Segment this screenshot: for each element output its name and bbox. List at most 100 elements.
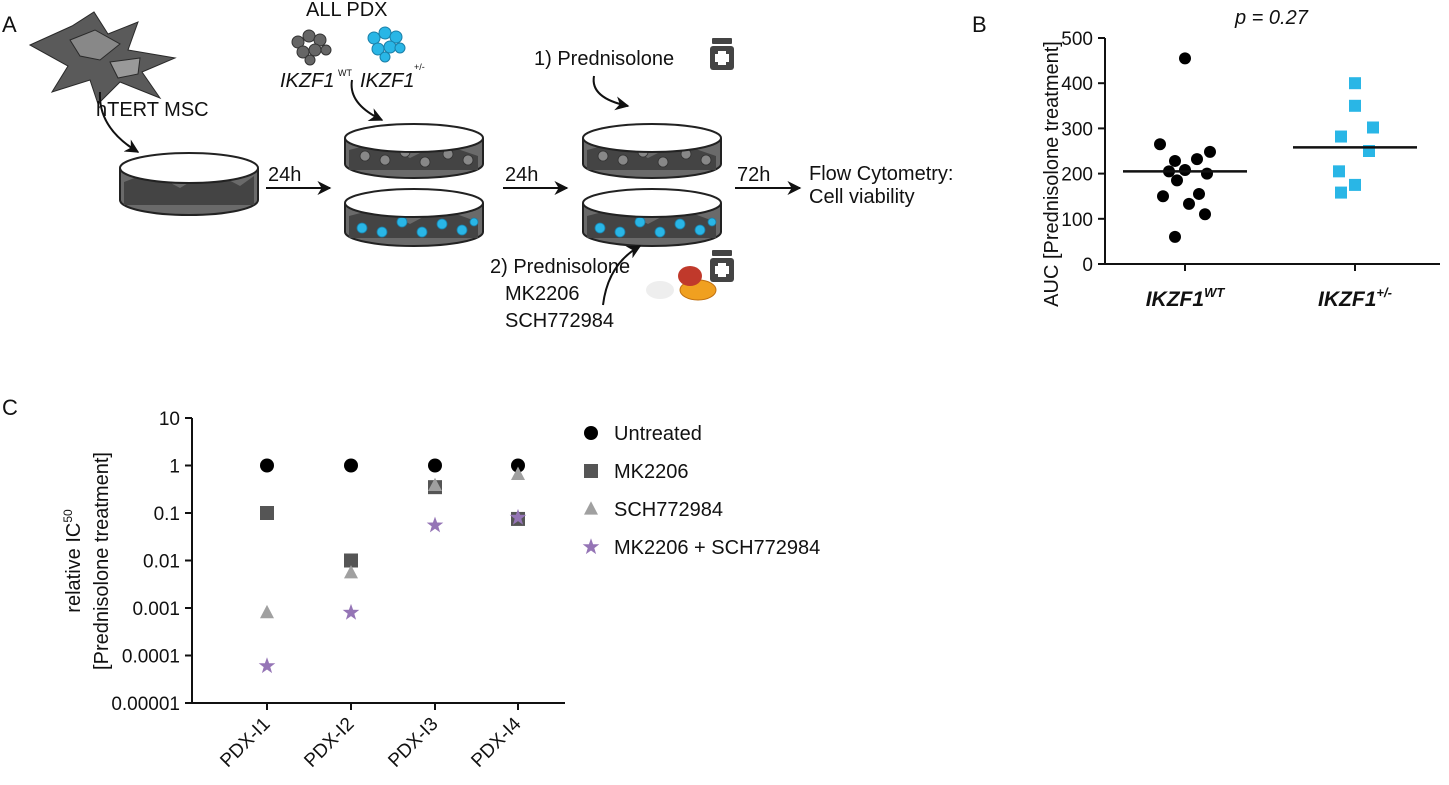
panel-c-y-tick-label: 0.1 [154, 504, 180, 525]
panel-b-point-wt [1169, 230, 1181, 243]
panel-b-point-wt [1193, 187, 1205, 200]
legend-label: MK2206 [614, 461, 689, 483]
panel-b-point-het [1349, 99, 1361, 112]
panel-a: A hTERT MSC 24h ALL PDX IK [2, 0, 953, 332]
panel-b-point-wt [1204, 145, 1216, 158]
dish-coculture-wt [344, 123, 484, 179]
panel-b-y-tick-label: 0 [1082, 255, 1093, 276]
panel-c-point-triangle [260, 604, 274, 619]
dish-msc [119, 152, 259, 216]
msc-cells-illustration [28, 11, 177, 105]
panel-c-point-circle [344, 458, 358, 473]
panel-c-ylabel-line-2: [Prednisolone treatment] [91, 452, 113, 670]
time-label-1: 24h [268, 164, 301, 186]
panel-b-y-tick-label: 500 [1061, 29, 1093, 50]
panel-b-point-het [1349, 77, 1361, 90]
panel-b-xlabel-wt: IKZF1WT [1146, 285, 1226, 311]
time-label-2: 24h [505, 164, 538, 186]
panel-c-point-square [344, 553, 358, 568]
legend-marker-star [582, 538, 600, 555]
panel-c-y-tick-label: 0.00001 [111, 694, 180, 715]
drug-pills-icon [646, 250, 734, 301]
panel-b-point-het [1335, 186, 1347, 199]
panel-b-point-het [1335, 130, 1347, 143]
panel-b-points [1123, 52, 1417, 243]
panel-b-point-het [1333, 165, 1345, 178]
panel-c-point-star [258, 657, 276, 674]
msc-label: hTERT MSC [96, 99, 209, 121]
panel-b-point-wt [1183, 197, 1195, 210]
pdx-add-arrow [350, 79, 384, 121]
panel-c-point-square [260, 506, 274, 520]
panel-c-y-tick-label: 0.0001 [122, 647, 180, 668]
panel-c-x-tick-label: PDX-I3 [384, 714, 442, 772]
panel-b-y-tick-label: 200 [1061, 165, 1093, 186]
legend-marker-triangle [584, 501, 598, 515]
panel-b-point-wt [1154, 138, 1166, 151]
panel-c-y-tick-label: 1 [169, 457, 180, 478]
panel-b-axes: 0 100 200 300 400 500 [1061, 29, 1440, 276]
panel-b-point-wt [1171, 174, 1183, 187]
panel-c-point-star [426, 516, 444, 533]
legend-label: Untreated [614, 423, 702, 445]
panel-b-point-wt [1179, 163, 1191, 176]
drug-bottle-icon [710, 38, 734, 70]
panel-c-point-circle [511, 458, 525, 473]
dish-treated-het [582, 188, 722, 247]
panel-b-y-tick-label: 400 [1061, 74, 1093, 95]
panel-a-letter: A [2, 12, 17, 37]
panel-c-point-triangle [511, 466, 525, 480]
treatment-2-arrow [602, 245, 642, 306]
dish-treated-wt [582, 123, 722, 179]
panel-b-point-wt [1157, 190, 1169, 203]
panel-c-point-circle [428, 458, 442, 473]
panel-b-xlabel-het: IKZF1+/- [1318, 285, 1392, 311]
panel-c-x-tick-label: PDX-I2 [300, 714, 358, 772]
panel-b-point-het [1349, 178, 1361, 191]
gene-het: IKZF1 [360, 70, 414, 92]
treatment-1-label: 1) Prednisolone [534, 48, 674, 70]
gene-het-sup: +/- [414, 62, 425, 72]
treatment-2-line-1: 2) Prednisolone [490, 256, 630, 278]
readout-line-2: Cell viability [809, 186, 915, 208]
panel-c-y-tick-label: 0.01 [143, 552, 180, 573]
dish-coculture-het [344, 188, 484, 247]
pdx-title: ALL PDX [306, 0, 388, 21]
panel-b-point-wt [1179, 52, 1191, 65]
gene-wt: IKZF1 [280, 70, 334, 92]
panel-c-y-tick-label: 10 [159, 409, 180, 430]
panel-b: B p = 0.27 AUC [Prednisolone treatment] … [972, 7, 1440, 311]
pdx-het-cells-illustration [367, 26, 406, 63]
panel-c-y-tick-label: 0.001 [132, 599, 180, 620]
panel-b-y-tick-label: 100 [1061, 210, 1093, 231]
panel-c-x-tick-label: PDX-I1 [216, 714, 274, 772]
panel-c-point-triangle [428, 477, 442, 492]
panel-c-point-circle [260, 458, 274, 473]
legend-label: MK2206 + SCH772984 [614, 537, 820, 559]
treatment-1-arrow [592, 75, 630, 111]
panel-b-point-wt [1201, 167, 1213, 180]
panel-c-point-star [509, 508, 527, 525]
pdx-wt-cells-illustration [291, 29, 332, 66]
treatment-2-line-2: MK2206 [505, 283, 580, 305]
panel-c-point-star [342, 603, 360, 620]
treatment-2-line-3: SCH772984 [505, 310, 614, 332]
msc-seed-arrow [98, 91, 140, 153]
legend-marker-square [584, 464, 598, 478]
panel-b-y-tick-label: 300 [1061, 119, 1093, 140]
panel-b-letter: B [972, 12, 987, 37]
panel-b-ylabel: AUC [Prednisolone treatment] [1041, 41, 1063, 307]
panel-c-points [258, 458, 527, 674]
panel-b-point-wt [1199, 208, 1211, 221]
panel-b-point-het [1367, 121, 1379, 134]
panel-c-x-tick-label: PDX-I4 [467, 713, 525, 771]
gene-wt-sup: WT [338, 68, 352, 78]
legend-marker-circle [584, 426, 598, 440]
panel-b-point-wt [1169, 154, 1181, 167]
readout-line-1: Flow Cytometry: [809, 163, 953, 185]
legend-label: SCH772984 [614, 499, 723, 521]
panel-c-letter: C [2, 395, 18, 420]
